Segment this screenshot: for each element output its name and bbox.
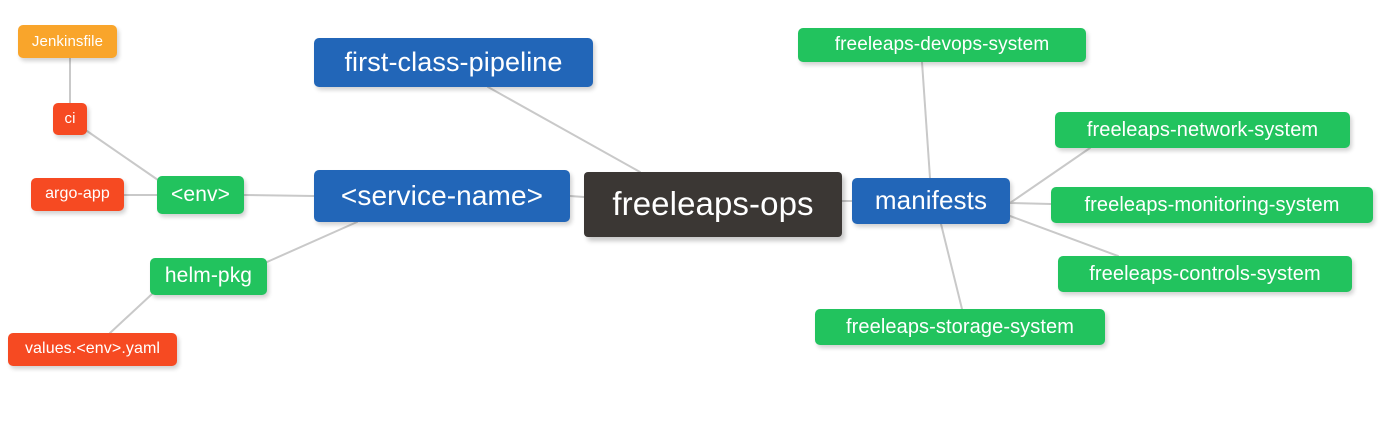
node-helm-pkg[interactable]: helm-pkg xyxy=(150,258,267,295)
node-freeleaps-devops-system[interactable]: freeleaps-devops-system xyxy=(798,28,1086,62)
node-label: values.<env>.yaml xyxy=(24,340,161,358)
node-freeleaps-ops[interactable]: freeleaps-ops xyxy=(584,172,842,237)
node-label: Jenkinsfile xyxy=(31,32,104,50)
node-env[interactable]: <env> xyxy=(157,176,244,214)
node-argo-app[interactable]: argo-app xyxy=(31,178,124,211)
node-freeleaps-storage-system[interactable]: freeleaps-storage-system xyxy=(815,309,1105,345)
node-label: freeleaps-devops-system xyxy=(834,34,1050,56)
node-label: freeleaps-storage-system xyxy=(845,315,1075,338)
node-label: manifests xyxy=(874,185,988,216)
node-first-class-pipeline[interactable]: first-class-pipeline xyxy=(314,38,593,87)
node-label: argo-app xyxy=(45,185,110,203)
node-jenkinsfile[interactable]: Jenkinsfile xyxy=(18,25,117,58)
edge-manifests-to-freeleaps-storage-system xyxy=(940,223,963,310)
node-label: first-class-pipeline xyxy=(344,47,563,78)
node-label: freeleaps-network-system xyxy=(1086,118,1319,141)
node-service-name[interactable]: <service-name> xyxy=(314,170,570,222)
node-label: ci xyxy=(64,110,76,128)
edge-env-to-service-name xyxy=(243,194,315,197)
node-label: freeleaps-controls-system xyxy=(1089,262,1321,285)
node-ci[interactable]: ci xyxy=(53,103,87,135)
edge-helm-pkg-to-values-env-yaml xyxy=(109,293,153,334)
node-freeleaps-monitoring-system[interactable]: freeleaps-monitoring-system xyxy=(1051,187,1373,223)
node-label: freeleaps-ops xyxy=(612,185,814,223)
edge-service-name-to-helm-pkg xyxy=(266,221,358,263)
edge-ci-to-env xyxy=(86,130,159,181)
node-freeleaps-controls-system[interactable]: freeleaps-controls-system xyxy=(1058,256,1352,292)
edge-manifests-to-freeleaps-devops-system xyxy=(921,61,931,179)
node-label: helm-pkg xyxy=(164,264,253,288)
node-label: freeleaps-monitoring-system xyxy=(1084,193,1340,216)
edge-first-class-pipeline-to-freeleaps-ops xyxy=(487,86,641,173)
edge-service-name-to-freeleaps-ops xyxy=(569,195,585,198)
node-manifests[interactable]: manifests xyxy=(852,178,1010,224)
edge-manifests-to-freeleaps-monitoring-system xyxy=(1009,202,1052,205)
node-label: <env> xyxy=(171,182,230,206)
node-freeleaps-network-system[interactable]: freeleaps-network-system xyxy=(1055,112,1350,148)
node-label: <service-name> xyxy=(340,180,544,212)
node-values-env-yaml[interactable]: values.<env>.yaml xyxy=(8,333,177,366)
